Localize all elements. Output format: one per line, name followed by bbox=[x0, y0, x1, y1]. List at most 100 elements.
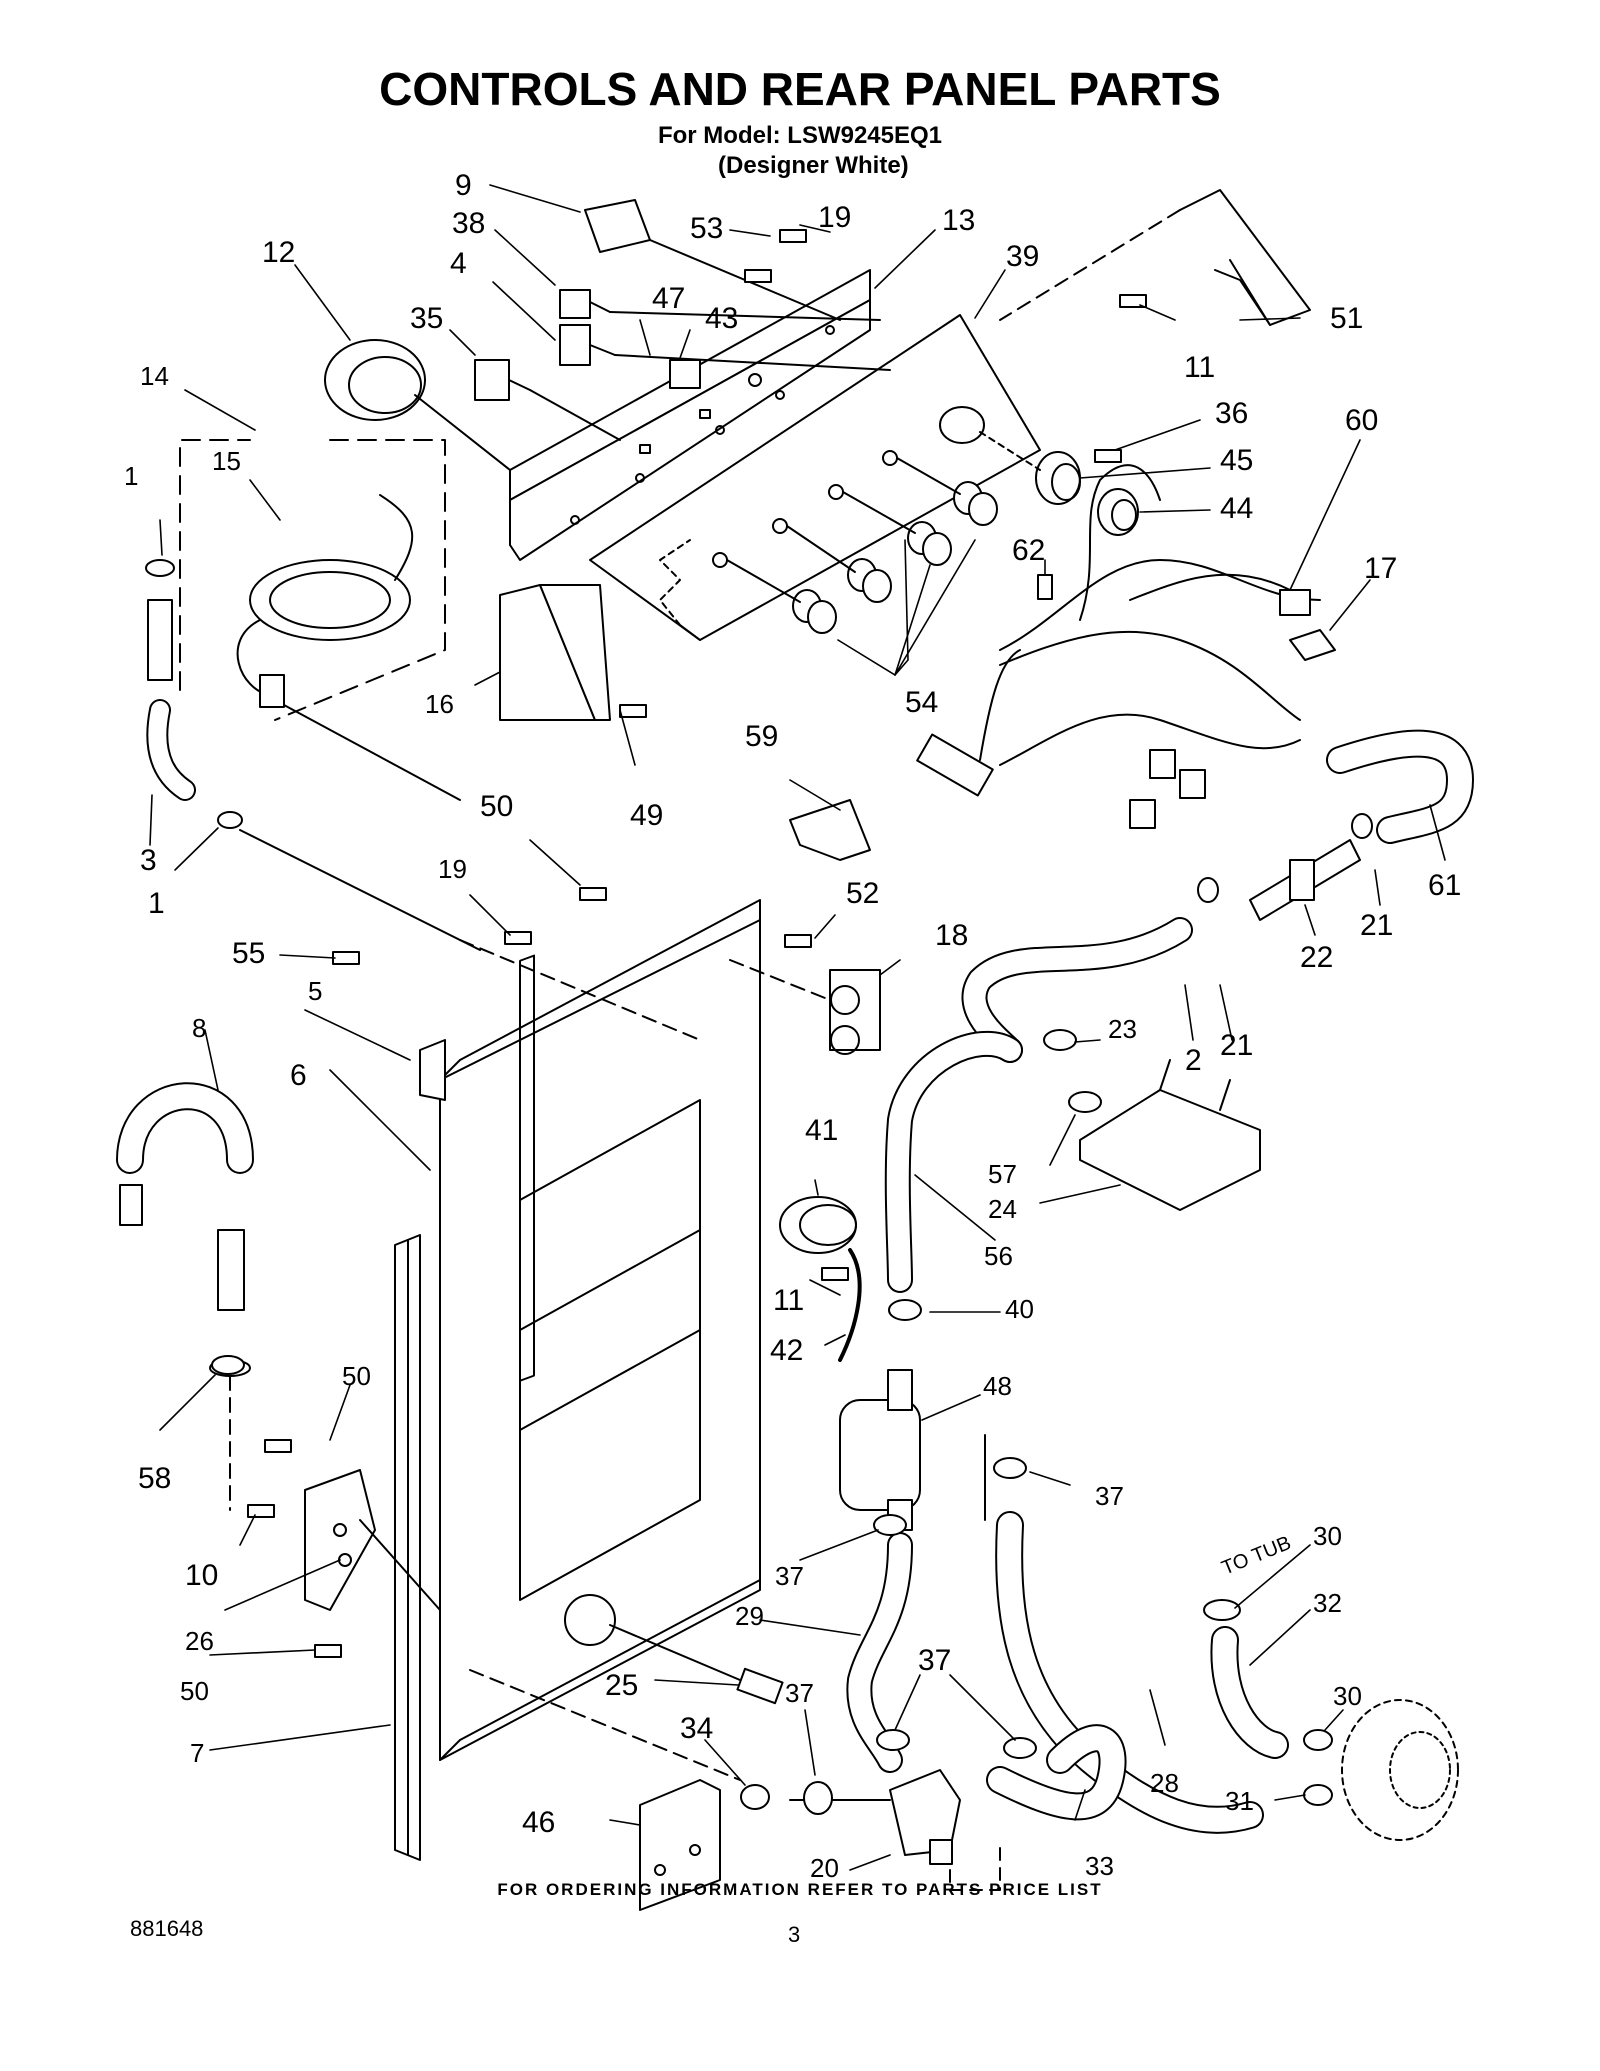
callout-57: 57 bbox=[988, 1159, 1017, 1189]
callout-40: 40 bbox=[1005, 1294, 1034, 1324]
callout-11: 11 bbox=[1184, 351, 1215, 384]
water-valve-18 bbox=[729, 959, 881, 1055]
callout-9: 9 bbox=[455, 169, 472, 202]
callout-59: 59 bbox=[745, 720, 778, 753]
callout-23: 23 bbox=[1108, 1014, 1137, 1044]
clamps bbox=[211, 813, 1373, 1815]
callout-39: 39 bbox=[1006, 240, 1039, 273]
knobs-54 bbox=[712, 450, 998, 634]
hose-2 bbox=[961, 917, 1193, 1063]
callout-1-bottom: 1 bbox=[148, 887, 165, 920]
callout-56: 56 bbox=[984, 1241, 1013, 1271]
tee-22 bbox=[1249, 839, 1361, 921]
callout-62: 62 bbox=[1012, 534, 1045, 567]
callout-21-left: 21 bbox=[1220, 1029, 1253, 1062]
callout-50-mid: 50 bbox=[342, 1361, 371, 1391]
callout-48: 48 bbox=[983, 1371, 1012, 1401]
callout-12: 12 bbox=[262, 236, 295, 269]
ordering-note: FOR ORDERING INFORMATION REFER TO PARTS … bbox=[497, 1880, 1103, 1899]
callout-38: 38 bbox=[452, 207, 485, 240]
callout-46: 46 bbox=[522, 1806, 555, 1839]
bracket-51 bbox=[999, 189, 1311, 326]
callout-33: 33 bbox=[1085, 1851, 1114, 1881]
part-17 bbox=[1289, 629, 1336, 661]
hose-29 bbox=[846, 1532, 913, 1773]
finish-line: (Designer White) bbox=[718, 152, 909, 179]
callout-28: 28 bbox=[1150, 1768, 1179, 1798]
callout-13: 13 bbox=[942, 204, 975, 237]
callout-20: 20 bbox=[810, 1853, 839, 1883]
callout-4: 4 bbox=[450, 247, 467, 280]
plate-46 bbox=[639, 1779, 721, 1911]
part-5 bbox=[419, 1039, 446, 1101]
callout-22: 22 bbox=[1300, 941, 1333, 974]
air-dome-48 bbox=[839, 1369, 921, 1531]
callout-1-top: 1 bbox=[124, 461, 138, 491]
callout-2: 2 bbox=[1185, 1044, 1202, 1077]
pressure-switch-41 bbox=[779, 1196, 862, 1362]
callout-44: 44 bbox=[1220, 492, 1253, 525]
callout-37-low: 37 bbox=[785, 1678, 814, 1708]
shield-16 bbox=[499, 584, 611, 721]
callout-6: 6 bbox=[290, 1059, 307, 1092]
rear-panel-6 bbox=[439, 899, 761, 1761]
callout-53: 53 bbox=[690, 212, 723, 245]
callout-30-low: 30 bbox=[1333, 1681, 1362, 1711]
callout-45: 45 bbox=[1220, 444, 1253, 477]
callout-51: 51 bbox=[1330, 302, 1363, 335]
hose-33 bbox=[986, 1724, 1127, 1821]
callout-47: 47 bbox=[652, 282, 685, 315]
callout-21-right: 21 bbox=[1360, 909, 1393, 942]
page-number: 3 bbox=[788, 1922, 801, 1947]
callout-17: 17 bbox=[1364, 552, 1397, 585]
callout-25: 25 bbox=[605, 1669, 638, 1702]
rail-7 bbox=[394, 1234, 421, 1861]
callout-61: 61 bbox=[1428, 869, 1461, 902]
pump bbox=[1341, 1699, 1459, 1841]
callout-31: 31 bbox=[1225, 1786, 1254, 1816]
terminal-block-26 bbox=[304, 1469, 441, 1611]
callout-55: 55 bbox=[232, 937, 265, 970]
hose-61 bbox=[1326, 729, 1474, 844]
callout-3: 3 bbox=[140, 844, 157, 877]
callout-10: 10 bbox=[185, 1559, 218, 1592]
callout-16: 16 bbox=[425, 689, 454, 719]
callout-24: 24 bbox=[988, 1194, 1017, 1224]
callout-54: 54 bbox=[905, 686, 938, 719]
callout-18: 18 bbox=[935, 919, 968, 952]
callout-7: 7 bbox=[190, 1738, 204, 1768]
callout-26: 26 bbox=[185, 1626, 214, 1656]
part-34 bbox=[469, 1669, 770, 1810]
callout-37-right: 37 bbox=[1095, 1481, 1124, 1511]
callout-36: 36 bbox=[1215, 397, 1248, 430]
callout-35: 35 bbox=[410, 302, 443, 335]
callout-30-top: 30 bbox=[1313, 1521, 1342, 1551]
callout-19-mid: 19 bbox=[438, 854, 467, 884]
callout-labels: 9 38 53 19 13 39 12 4 47 43 35 51 11 36 … bbox=[124, 169, 1461, 1883]
switches bbox=[474, 289, 891, 441]
hose-8 bbox=[116, 1082, 254, 1511]
callout-42: 42 bbox=[770, 1334, 803, 1367]
callout-41: 41 bbox=[805, 1114, 838, 1147]
callout-34: 34 bbox=[680, 1712, 713, 1745]
callout-37-left: 37 bbox=[775, 1561, 804, 1591]
callout-11-mid: 11 bbox=[773, 1284, 804, 1317]
drain-valve-20 bbox=[789, 1769, 1001, 1891]
bracket-24 bbox=[1079, 1059, 1261, 1211]
timer-12 bbox=[324, 339, 511, 471]
part-59 bbox=[789, 799, 871, 861]
model-line: For Model: LSW9245EQ1 bbox=[657, 122, 943, 149]
callout-58: 58 bbox=[138, 1462, 171, 1495]
callout-32: 32 bbox=[1313, 1588, 1342, 1618]
callout-52: 52 bbox=[846, 877, 879, 910]
part-25 bbox=[609, 1624, 784, 1705]
console-39 bbox=[589, 314, 1041, 641]
page-title: CONTROLS AND REAR PANEL PARTS bbox=[379, 63, 1221, 115]
callout-37-mid: 37 bbox=[918, 1644, 951, 1677]
callout-60: 60 bbox=[1345, 404, 1378, 437]
callout-5: 5 bbox=[308, 976, 322, 1006]
callout-43: 43 bbox=[705, 302, 738, 335]
callout-15: 15 bbox=[212, 446, 241, 476]
callout-29: 29 bbox=[735, 1601, 764, 1631]
document-number: 881648 bbox=[130, 1916, 204, 1941]
